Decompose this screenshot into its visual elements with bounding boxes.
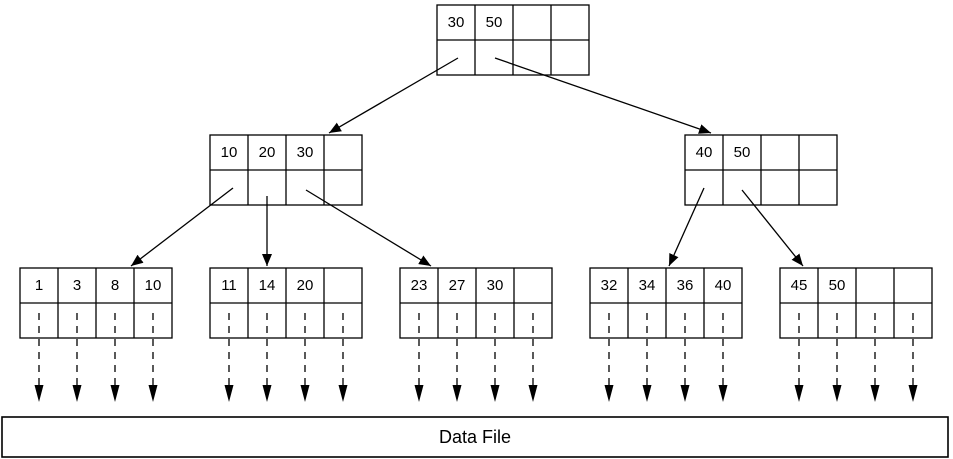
record-pointer-arrowhead — [110, 385, 120, 402]
record-pointer-arrowhead — [224, 385, 234, 402]
leaf-node-2-key: 20 — [297, 277, 314, 294]
record-pointer-arrow — [110, 313, 120, 402]
record-pointer-arrow — [908, 313, 918, 402]
record-pointer-arrowhead — [72, 385, 82, 402]
record-pointer-arrow — [642, 313, 652, 402]
internal-node-right-key: 50 — [734, 144, 751, 161]
record-pointer-arrow — [794, 313, 804, 402]
leaf-node-1-key: 10 — [145, 277, 162, 294]
record-pointer-arrow — [870, 313, 880, 402]
record-pointer-arrowhead — [300, 385, 310, 402]
record-pointer-arrowhead — [528, 385, 538, 402]
record-pointer-arrow — [452, 313, 462, 402]
leaf-node-4-key: 40 — [715, 277, 732, 294]
internal-node-left-key: 20 — [259, 144, 276, 161]
leaf-node-3-key: 30 — [487, 277, 504, 294]
root-node-key: 30 — [448, 14, 465, 31]
leaf-node-4-key: 34 — [639, 277, 656, 294]
record-pointer-arrow — [718, 313, 728, 402]
leaf-node-4: 32 34 36 40 — [589, 267, 743, 339]
record-pointer-arrowhead — [908, 385, 918, 402]
record-pointer-arrow — [528, 313, 538, 402]
data-file-layer: Data File — [1, 416, 949, 458]
record-pointer-arrowhead — [490, 385, 500, 402]
record-pointer-arrowhead — [870, 385, 880, 402]
record-pointer-arrowhead — [794, 385, 804, 402]
leaf-node-5: 45 50 — [779, 267, 933, 339]
record-pointer-arrow — [680, 313, 690, 402]
leaf-node-5-key: 45 — [791, 277, 808, 294]
leaf-node-4-key: 32 — [601, 277, 618, 294]
internal-node-right-key: 40 — [696, 144, 713, 161]
record-pointer-arrowhead — [642, 385, 652, 402]
leaf-node-4-key: 36 — [677, 277, 694, 294]
record-pointer-arrow — [224, 313, 234, 402]
leaf-node-1-key: 8 — [111, 277, 119, 294]
internal-node-right: 40 50 — [684, 134, 838, 206]
record-pointer-arrowhead — [338, 385, 348, 402]
record-pointer-arrowhead — [604, 385, 614, 402]
leaf-node-3-key: 23 — [411, 277, 428, 294]
record-pointer-arrows-layer — [34, 313, 918, 402]
leaf-node-3: 23 27 30 — [399, 267, 553, 339]
record-pointer-arrow — [262, 313, 272, 402]
data-file-box — [1, 416, 949, 458]
leaf-node-1-key: 1 — [35, 277, 43, 294]
record-pointer-arrow — [72, 313, 82, 402]
record-pointer-arrowhead — [262, 385, 272, 402]
arrow-root-to-left-internal — [328, 57, 459, 134]
leaf-node-3-key: 27 — [449, 277, 466, 294]
record-pointer-arrowhead — [680, 385, 690, 402]
record-pointer-arrow — [148, 313, 158, 402]
record-pointer-arrow — [338, 313, 348, 402]
record-pointer-arrow — [300, 313, 310, 402]
arrow-left-internal-to-leaf-1 — [130, 187, 234, 267]
record-pointer-arrowhead — [414, 385, 424, 402]
leaf-node-5-key: 50 — [829, 277, 846, 294]
record-pointer-arrow — [832, 313, 842, 402]
leaf-node-2-key: 14 — [259, 277, 276, 294]
record-pointer-arrowhead — [34, 385, 44, 402]
root-node-key: 50 — [486, 14, 503, 31]
arrow-root-to-right-internal — [494, 57, 712, 134]
record-pointer-arrow — [414, 313, 424, 402]
arrow-right-internal-to-leaf-5 — [741, 189, 804, 267]
leaf-node-1: 1 3 8 10 — [19, 267, 173, 339]
record-pointer-arrowhead — [718, 385, 728, 402]
record-pointer-arrow — [604, 313, 614, 402]
internal-node-left-key: 10 — [221, 144, 238, 161]
record-pointer-arrow — [490, 313, 500, 402]
record-pointer-arrowhead — [832, 385, 842, 402]
record-pointer-arrowhead — [452, 385, 462, 402]
root-node: 30 50 — [436, 4, 590, 76]
arrow-right-internal-to-leaf-4 — [668, 187, 705, 267]
record-pointer-arrow — [34, 313, 44, 402]
arrow-left-internal-to-leaf-3 — [305, 189, 432, 267]
child-pointer-arrows-layer — [130, 57, 804, 267]
internal-node-left-key: 30 — [297, 144, 314, 161]
record-pointer-arrowhead — [148, 385, 158, 402]
leaf-node-1-key: 3 — [73, 277, 81, 294]
data-file-label: Data File — [439, 427, 511, 447]
leaf-node-2: 11 14 20 — [209, 267, 363, 339]
internal-node-left: 10 20 30 — [209, 134, 363, 206]
leaf-node-2-key: 11 — [221, 277, 237, 294]
